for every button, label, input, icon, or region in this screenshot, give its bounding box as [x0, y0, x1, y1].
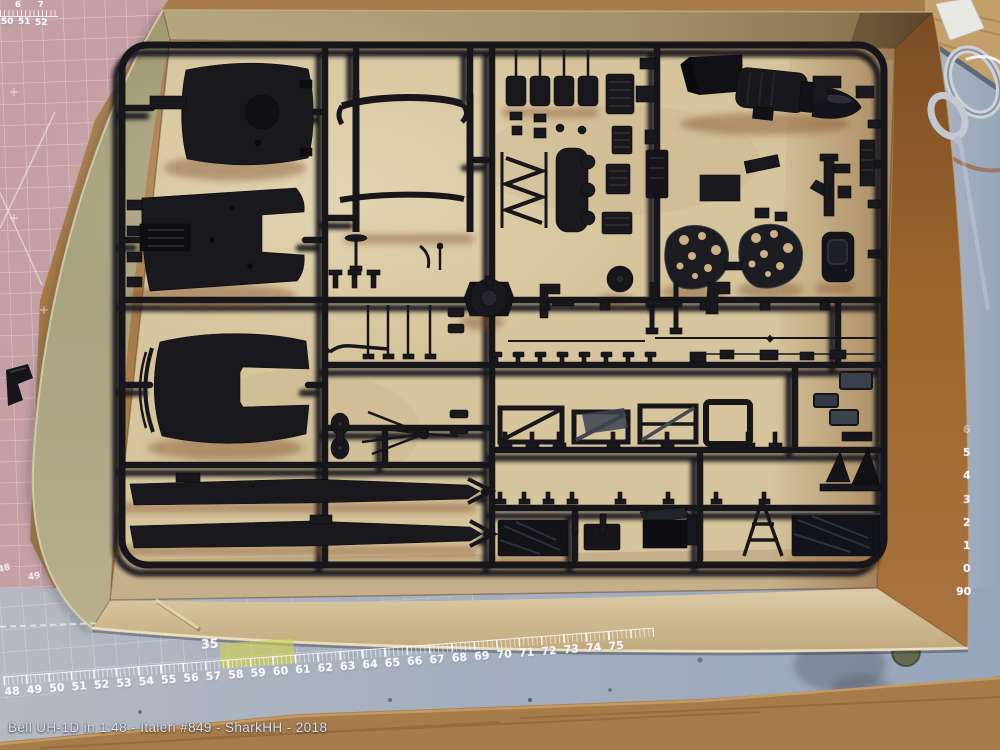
- ruler-number: 62: [317, 660, 334, 675]
- sprue-part-seats: [505, 50, 599, 139]
- ruler-number: 65: [384, 655, 401, 670]
- ruler-number: 52: [35, 18, 48, 28]
- ruler-number: 6: [15, 0, 21, 9]
- sprue-part-landing-gear: [330, 410, 459, 460]
- sprue-part-bulkheads: [664, 223, 804, 290]
- sprue: [116, 41, 888, 573]
- ruler-number: 71: [518, 645, 535, 660]
- ruler-number: 57: [205, 669, 222, 684]
- ruler-number: 64: [361, 657, 379, 672]
- ruler-number: 54: [138, 674, 155, 689]
- sprue-part-cockpit-levers: [323, 234, 469, 435]
- box-wall-bottom: [92, 588, 968, 652]
- ruler-number: 53: [115, 675, 133, 691]
- box-wall-right: [877, 12, 969, 648]
- ruler-number: 72: [540, 643, 558, 659]
- ruler-number: 74: [585, 640, 602, 655]
- sprue-part-truss-frames: [497, 399, 753, 447]
- ruler-number: 67: [429, 652, 446, 667]
- ruler-number: 51: [18, 17, 31, 27]
- ruler-number: 48: [3, 684, 21, 699]
- ruler-number: 60: [272, 664, 289, 679]
- sprue-part-window-frames: [336, 90, 474, 232]
- sprue-part-cabin-roof: [149, 62, 314, 166]
- ruler-number: 68: [451, 650, 468, 665]
- debris-piece: [6, 364, 33, 406]
- ruler-number: 0: [963, 562, 971, 576]
- pink-cutting-mat: [0, 0, 168, 610]
- sprue-part-small-brackets-top-right: [809, 75, 852, 217]
- sprue-part-rotor-hub: [463, 275, 515, 318]
- ruler-number: 2: [963, 515, 971, 529]
- ruler-number: 58: [227, 667, 244, 682]
- ruler-number: 5: [963, 446, 971, 460]
- ruler-number: 51: [71, 679, 88, 694]
- sprue-part-engine: [680, 54, 862, 121]
- ruler-number: 7: [38, 0, 44, 9]
- ruler-number: 69: [473, 648, 491, 664]
- sprue-part-fins: [819, 447, 883, 492]
- ruler-number: 73: [563, 642, 580, 657]
- sprue-part-cabin-floor: [126, 187, 305, 292]
- sprue-part-bench-seat: [555, 147, 596, 233]
- sprue-part-wheel: [606, 265, 634, 293]
- ruler-number: 49: [27, 570, 42, 584]
- ruler-number: 1: [963, 538, 971, 552]
- ruler-number: 49: [26, 682, 43, 697]
- ruler-number: 66: [406, 654, 423, 669]
- ruler-number: 63: [339, 659, 356, 674]
- wood-table-front: [0, 676, 1000, 750]
- sprue-part-door: [821, 231, 855, 283]
- ruler-number: 61: [294, 662, 312, 677]
- ruler-number: 3: [963, 492, 971, 506]
- ruler-number: 70: [496, 647, 513, 662]
- ruler-number: 6: [963, 423, 971, 436]
- sprue-part-shiny-fittings: [813, 371, 873, 442]
- ruler-number: 75: [608, 638, 625, 653]
- ruler-number: 56: [182, 670, 200, 685]
- toothpick: [155, 598, 202, 632]
- sprue-part-rotor-blade: [129, 514, 499, 549]
- ruler-number: 55: [160, 672, 177, 687]
- sprue-part-vents: [601, 57, 669, 235]
- sprue-part-engine-cowling-panel: [138, 333, 310, 444]
- mat-right-ruler: 6 5 4 3 2 1 0 90: [956, 418, 971, 604]
- sprue-part-rotor-blade: [129, 472, 497, 506]
- ruler-number: 52: [93, 677, 110, 692]
- ruler-number: 50: [48, 680, 65, 696]
- ruler-number: 50: [1, 17, 14, 27]
- ruler-ticks: [0, 10, 58, 17]
- ruler-number: 90: [956, 585, 972, 599]
- sprue-part-panels-bottom: [497, 499, 881, 557]
- photo-caption: Bell UH-1D in 1:48 - Italeri #849 - Shar…: [8, 720, 328, 735]
- mat-label-35: 35: [200, 635, 219, 652]
- ruler-number: 4: [963, 469, 971, 483]
- masking-tape: [935, 0, 985, 41]
- sprue-part-spring: [500, 152, 548, 228]
- ruler-number: 59: [250, 665, 267, 680]
